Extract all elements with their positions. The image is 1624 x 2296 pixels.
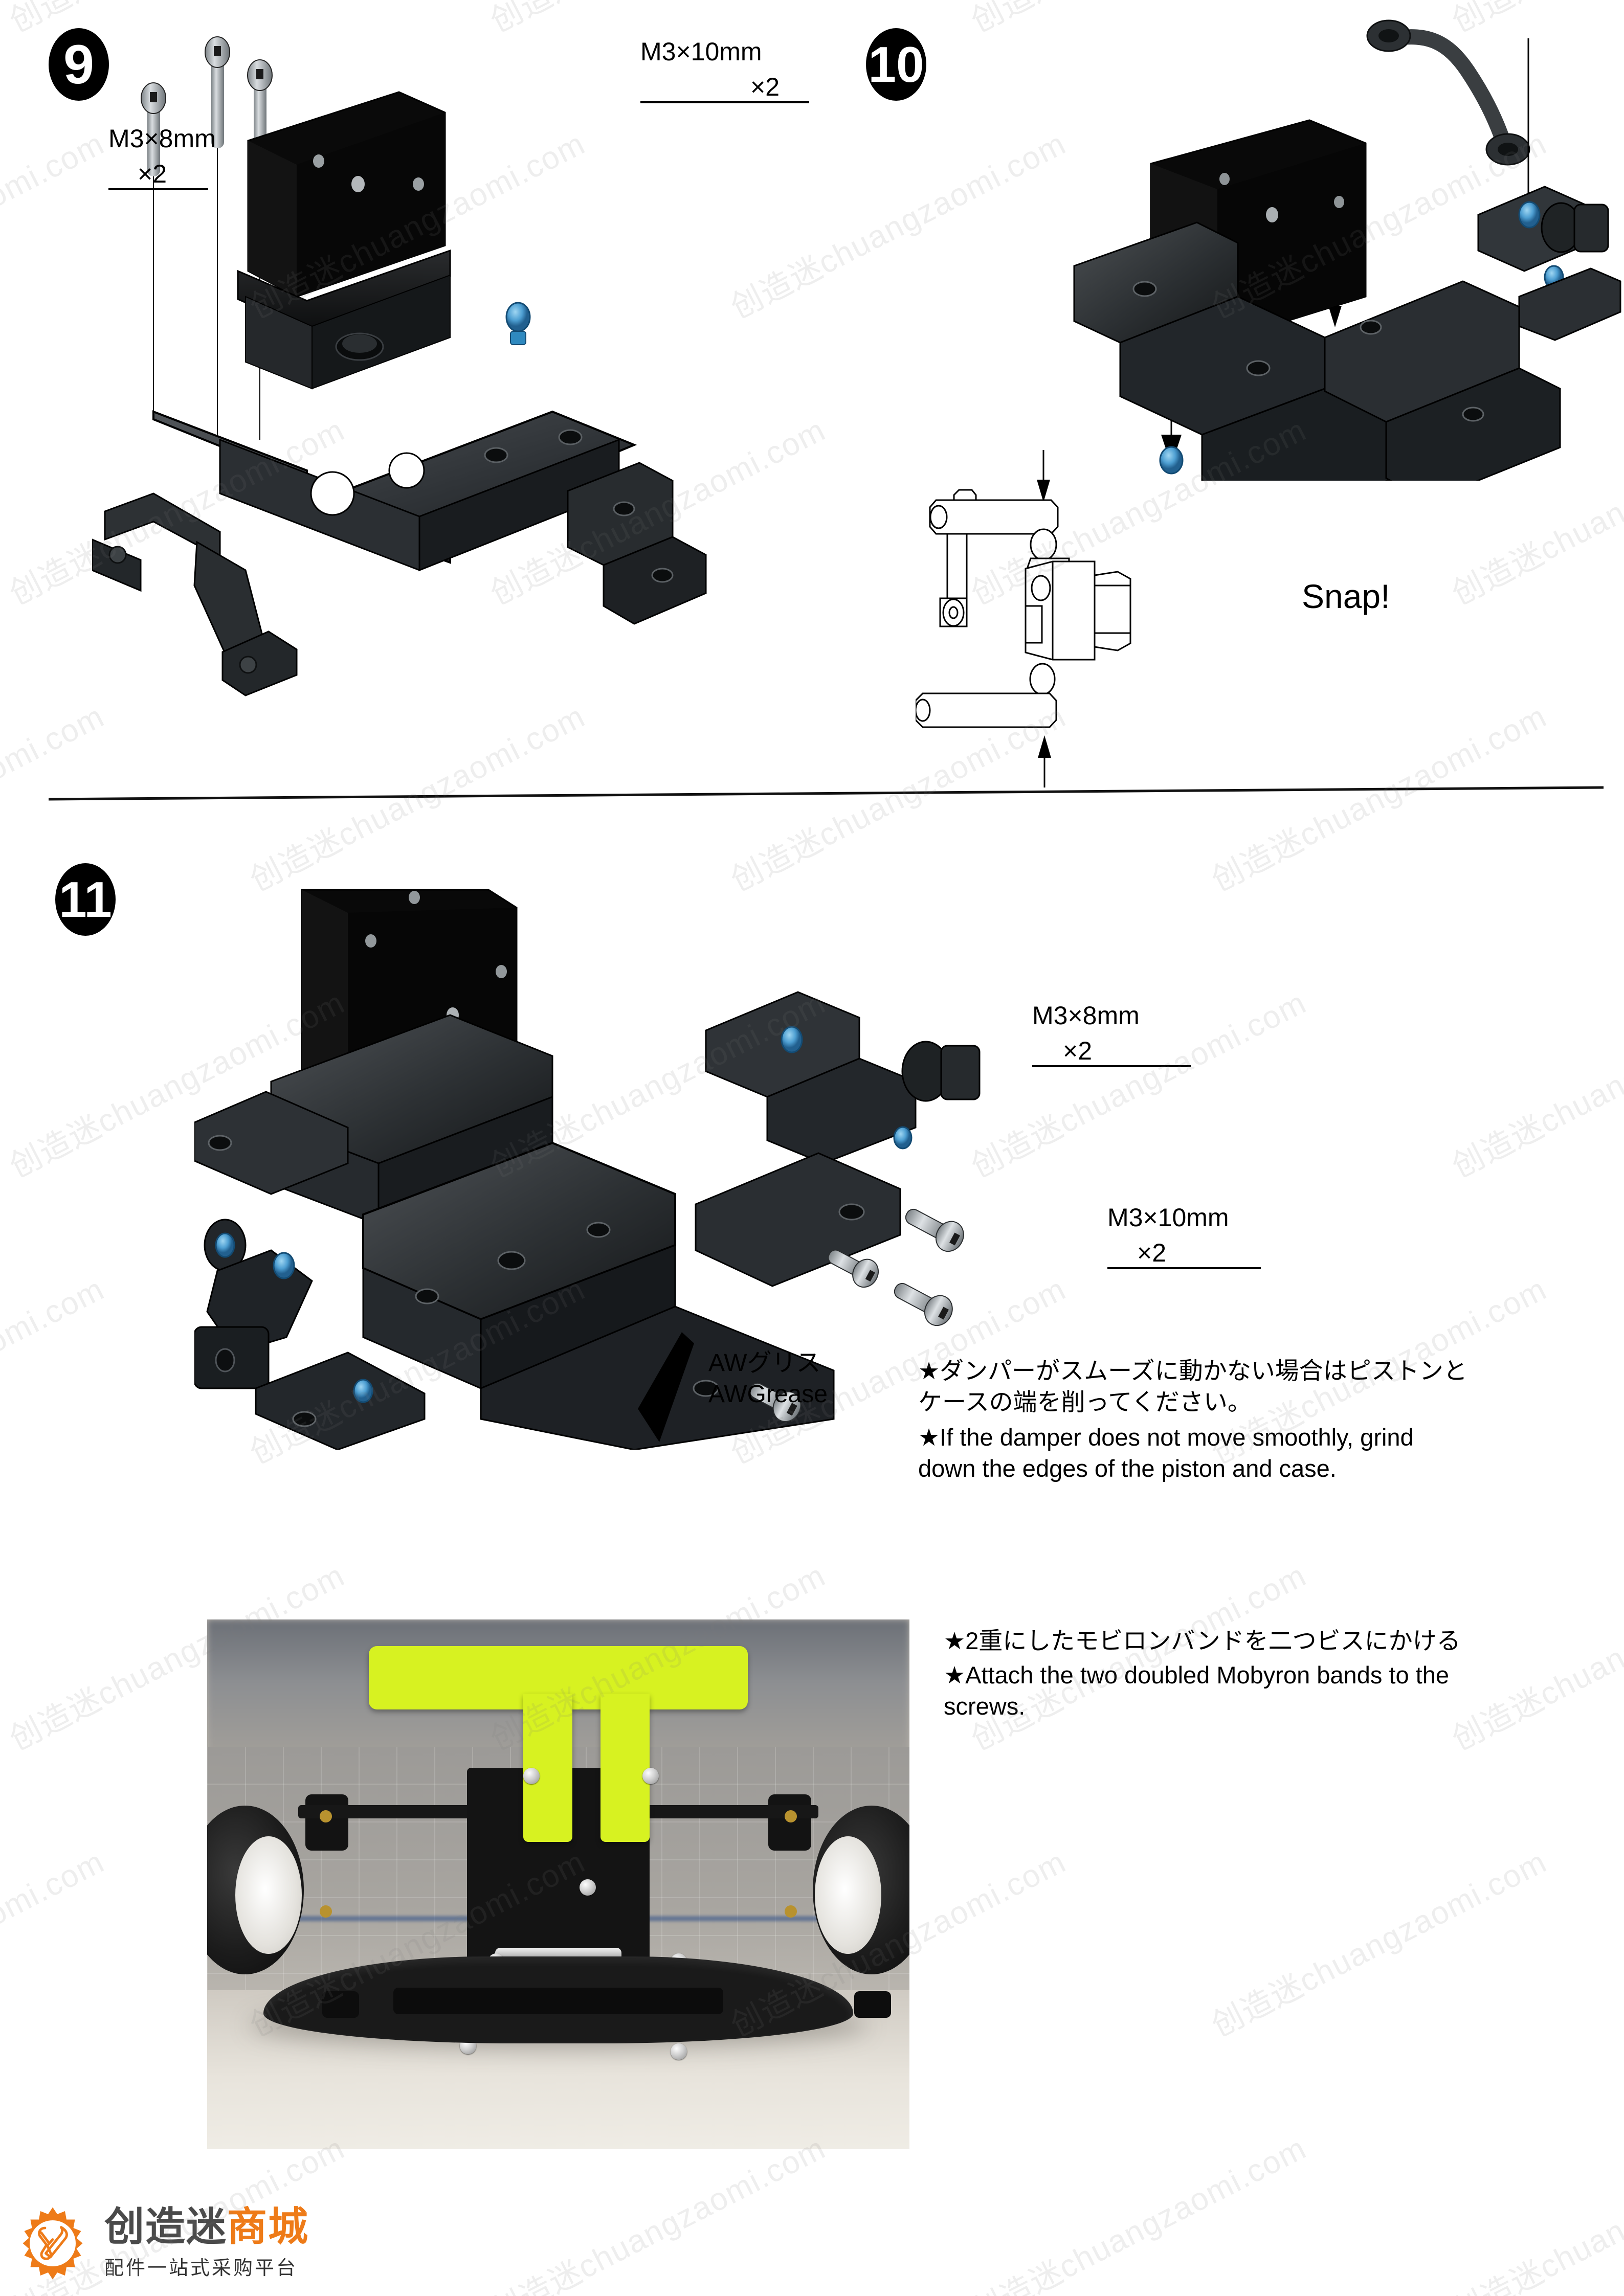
photo-note-line-3: screws. bbox=[944, 1693, 1026, 1720]
brand-name-orange: 商城 bbox=[227, 2203, 309, 2250]
callout-qty: ×2 bbox=[750, 72, 780, 101]
callout-qty: ×2 bbox=[1137, 1238, 1167, 1267]
callout-qty: ×2 bbox=[138, 159, 167, 188]
brand-tagline: 配件一站式采购平台 bbox=[104, 2256, 298, 2279]
photo-yellow-bumper-stem-right bbox=[600, 1694, 650, 1842]
damper-note-text: ★ダンパーがスムーズに動かない場合はピストンと ケースの端を削ってください。 ★… bbox=[918, 1355, 1467, 1484]
step-10-snap-detail-illustration bbox=[916, 450, 1335, 787]
section-divider bbox=[48, 785, 1604, 803]
watermark-text: 创造迷chuangzaomi.com bbox=[1446, 1557, 1624, 1758]
watermark-text: 创造迷chuangzaomi.com bbox=[0, 1271, 110, 1471]
footer-brand: 创造迷商城 配件一站式采购平台 bbox=[14, 2205, 309, 2282]
grease-label-jp: AWグリス bbox=[708, 1349, 821, 1377]
brand-name-dark: 创造迷 bbox=[104, 2203, 228, 2250]
aw-grease-label: AWグリス AWGrease bbox=[708, 1347, 828, 1410]
step-number-11: 11 bbox=[55, 863, 116, 936]
note-line-3: ★If the damper does not move smoothly, g… bbox=[918, 1424, 1414, 1451]
photo-brass-3 bbox=[785, 1810, 797, 1822]
photo-tire-left bbox=[207, 1806, 304, 1975]
photo-note-line-2: ★Attach the two doubled Mobyron bands to… bbox=[944, 1661, 1449, 1689]
photo-tire-right bbox=[813, 1806, 909, 1975]
photo-brass-1 bbox=[319, 1810, 332, 1822]
photo-hub-left bbox=[305, 1794, 349, 1851]
watermark-text: 创造迷chuangzaomi.com bbox=[1446, 2130, 1624, 2296]
snap-text: Snap! bbox=[1302, 577, 1390, 615]
watermark-text: 创造迷chuangzaomi.com bbox=[0, 1843, 110, 2044]
watermark-text: 创造迷chuangzaomi.com bbox=[1206, 1843, 1553, 2044]
step-11-assembly-illustration bbox=[194, 877, 1054, 1450]
watermark-text: 创造迷chuangzaomi.com bbox=[965, 2130, 1312, 2296]
callout-label: M3×10mm bbox=[640, 37, 762, 66]
callout-m3x10mm-step9: M3×10mm ×2 bbox=[640, 38, 809, 103]
gear-hammer-wrench-icon bbox=[14, 2205, 91, 2282]
callout-label: M3×8mm bbox=[1032, 1001, 1140, 1030]
photo-screw-3 bbox=[579, 1879, 596, 1896]
photo-front-bumper-plate bbox=[263, 1956, 854, 2043]
chassis-reference-photo bbox=[207, 1619, 909, 2149]
mobyron-band-note-text: ★2重にしたモビロンバンドを二つビスにかける ★Attach the two d… bbox=[944, 1625, 1461, 1722]
photo-yellow-bumper-stem-left bbox=[523, 1694, 572, 1842]
step-number-9: 9 bbox=[49, 28, 109, 101]
callout-m3x8mm-step11: M3×8mm ×2 bbox=[1032, 1002, 1191, 1067]
callout-label: M3×10mm bbox=[1107, 1203, 1229, 1232]
note-line-2: ケースの端を削ってください。 bbox=[918, 1388, 1252, 1416]
callout-qty: ×2 bbox=[1063, 1036, 1093, 1065]
photo-screw-2 bbox=[642, 1768, 659, 1785]
note-line-4: down the edges of the piston and case. bbox=[918, 1455, 1337, 1482]
callout-m3x10mm-step11: M3×10mm ×2 bbox=[1107, 1204, 1261, 1269]
aw-grease-arrow-icon bbox=[637, 1332, 698, 1442]
grease-label-en: AWGrease bbox=[708, 1381, 828, 1408]
photo-screw-7 bbox=[671, 2043, 687, 2060]
note-line-1: ★ダンパーがスムーズに動かない場合はピストンと bbox=[918, 1357, 1467, 1384]
step-9-assembly-illustration bbox=[92, 31, 788, 736]
callout-m3x8mm-step9: M3×8mm ×2 bbox=[108, 125, 216, 190]
photo-screw-1 bbox=[523, 1768, 540, 1785]
brand-text: 创造迷商城 配件一站式采购平台 bbox=[104, 2207, 309, 2280]
step-number-10: 10 bbox=[866, 28, 926, 101]
photo-brass-2 bbox=[319, 1905, 332, 1918]
step-10-assembly-illustration bbox=[1018, 10, 1621, 481]
callout-label: M3×8mm bbox=[108, 124, 216, 153]
photo-rim-left bbox=[235, 1836, 302, 1954]
brand-name: 创造迷商城 bbox=[104, 2207, 309, 2247]
photo-brass-4 bbox=[785, 1905, 797, 1918]
photo-rim-right bbox=[815, 1836, 882, 1954]
photo-note-line-1: ★2重にしたモビロンバンドを二つビスにかける bbox=[944, 1627, 1461, 1654]
watermark-text: 创造迷chuangzaomi.com bbox=[1446, 984, 1624, 1185]
